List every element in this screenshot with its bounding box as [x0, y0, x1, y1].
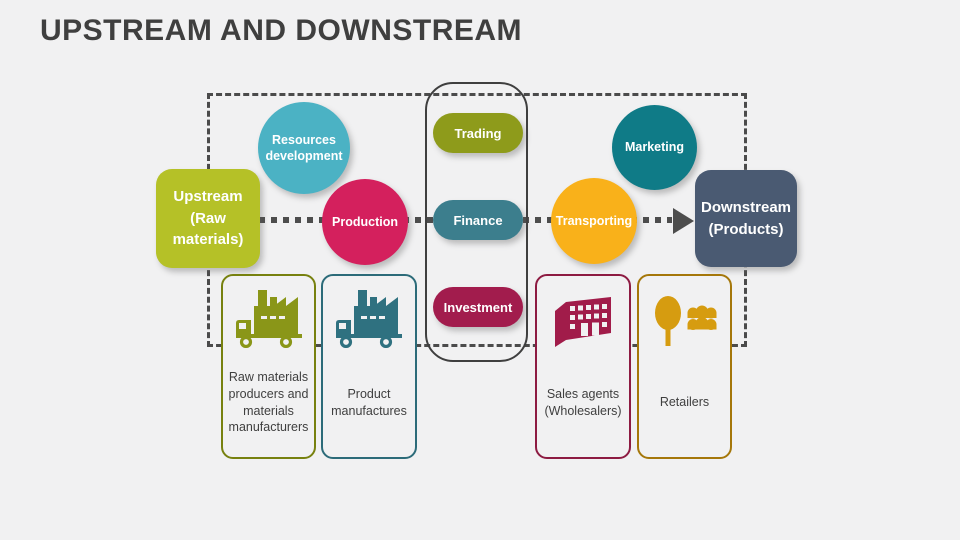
upstream-box: Upstream (Raw materials) [156, 169, 260, 268]
circle-transporting: Transporting [551, 178, 637, 264]
stage-label: Raw materials producers and materials ma… [228, 369, 309, 435]
stage-card-sales-agents: Sales agents (Wholesalers) [535, 274, 631, 459]
factory-truck-icon [233, 276, 304, 348]
stage-card-raw-materials: Raw materials producers and materials ma… [221, 274, 316, 459]
arrow-right-icon [673, 208, 694, 234]
pill-trading: Trading [433, 113, 523, 153]
circle-marketing: Marketing [612, 105, 697, 190]
pill-finance: Finance [433, 200, 523, 240]
pill-investment: Investment [433, 287, 523, 327]
stage-card-retailers: Retailers [637, 274, 732, 459]
mid-process-outline [425, 82, 528, 362]
stage-label: Sales agents (Wholesalers) [544, 386, 622, 418]
stage-card-product-manufactures: Product manufactures [321, 274, 417, 459]
factory-truck-icon [334, 276, 404, 348]
tree-storefront-icon [652, 276, 718, 348]
downstream-box: Downstream (Products) [695, 170, 797, 267]
warehouse-building-icon [551, 276, 615, 348]
circle-production: Production [322, 179, 408, 265]
circle-resources-development: Resources development [258, 102, 350, 194]
stage-label: Product manufactures [331, 386, 407, 418]
page-title: UPSTREAM AND DOWNSTREAM [40, 14, 523, 47]
stage-label: Retailers [659, 395, 710, 410]
